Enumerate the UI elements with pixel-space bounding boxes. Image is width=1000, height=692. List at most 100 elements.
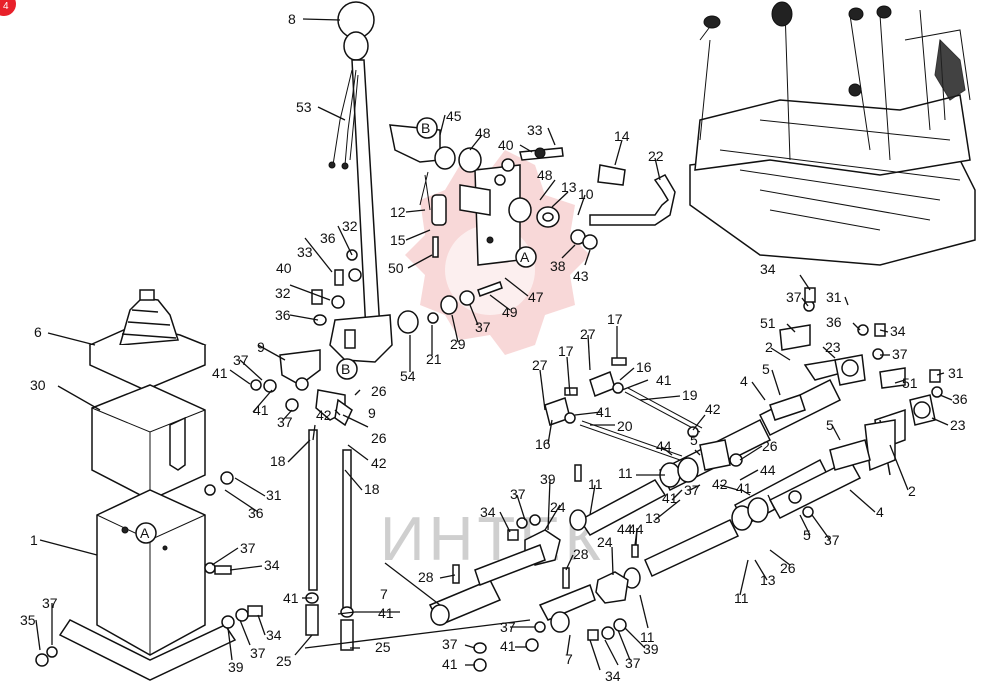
watermark-text: ИНТЕК bbox=[380, 505, 605, 574]
part-label: 6 bbox=[34, 324, 42, 340]
part-label: 13 bbox=[645, 510, 661, 526]
gear-lever bbox=[328, 1, 381, 333]
part-label: 41 bbox=[378, 605, 394, 621]
part-label: 44 bbox=[628, 521, 644, 537]
part-label: 41 bbox=[736, 480, 752, 496]
part-label: 40 bbox=[276, 260, 292, 276]
part-label: 34 bbox=[480, 504, 496, 520]
part-label: 34 bbox=[264, 557, 280, 573]
part-label: 44 bbox=[656, 438, 672, 454]
part-label: 10 bbox=[578, 186, 594, 202]
part-label: 37 bbox=[500, 619, 516, 635]
callout-b-upper: B bbox=[416, 117, 438, 139]
part-label: 21 bbox=[426, 351, 442, 367]
part-label: 26 bbox=[371, 383, 387, 399]
part-label: 24 bbox=[550, 499, 566, 515]
part-label: 20 bbox=[617, 418, 633, 434]
part-label: 41 bbox=[662, 490, 678, 506]
part-label: 28 bbox=[418, 569, 434, 585]
shift-boot-6 bbox=[88, 289, 207, 391]
part-label: 25 bbox=[276, 653, 292, 669]
part-label: 37 bbox=[684, 482, 700, 498]
part-label: 41 bbox=[656, 372, 672, 388]
part-label: 39 bbox=[540, 471, 556, 487]
cross-shafts bbox=[569, 359, 906, 589]
part-label: 8 bbox=[288, 11, 296, 27]
part-label: 5 bbox=[826, 417, 834, 433]
part-label: 11 bbox=[734, 590, 749, 606]
part-label: 34 bbox=[760, 261, 776, 277]
rods-18 bbox=[305, 429, 354, 651]
part-label: 29 bbox=[450, 336, 466, 352]
part-label: 22 bbox=[648, 148, 664, 164]
part-label: 37 bbox=[824, 532, 840, 548]
part-label: 39 bbox=[643, 641, 659, 657]
part-label: 27 bbox=[580, 326, 596, 342]
lever-base-bracket bbox=[329, 314, 393, 363]
part-label: 12 bbox=[390, 204, 406, 220]
callout-a-lower: A bbox=[135, 522, 157, 544]
clamps-right bbox=[779, 287, 943, 426]
part-label: 34 bbox=[890, 323, 906, 339]
part-label: 41 bbox=[596, 404, 612, 420]
part-label: 13 bbox=[561, 179, 577, 195]
lower-brackets bbox=[428, 464, 639, 672]
part-label: 7 bbox=[565, 651, 573, 667]
part-label: 37 bbox=[42, 595, 58, 611]
part-label: 37 bbox=[233, 352, 249, 368]
part-label: 36 bbox=[275, 307, 291, 323]
part-label: 33 bbox=[297, 244, 313, 260]
part-label: 11 bbox=[618, 465, 633, 481]
part-label: 5 bbox=[690, 432, 698, 448]
part-label: 32 bbox=[275, 285, 291, 301]
part-label: 37 bbox=[250, 645, 266, 661]
part-label: 30 bbox=[30, 377, 46, 393]
part-label: 26 bbox=[762, 438, 778, 454]
part-label: 11 bbox=[588, 476, 603, 492]
part-label: 36 bbox=[952, 391, 968, 407]
svg-text:4: 4 bbox=[3, 1, 9, 12]
bracket-plate-47 bbox=[389, 124, 521, 266]
part-label: 34 bbox=[266, 627, 282, 643]
part-label: 43 bbox=[573, 268, 589, 284]
part-label: 37 bbox=[892, 346, 908, 362]
part-label: 36 bbox=[248, 505, 264, 521]
part-label: 17 bbox=[558, 343, 574, 359]
part-label: 25 bbox=[375, 639, 391, 655]
bolts-center bbox=[311, 236, 503, 334]
part-label: 37 bbox=[475, 319, 491, 335]
part-label: 23 bbox=[950, 417, 966, 433]
part-label: 14 bbox=[614, 128, 630, 144]
housing-1 bbox=[58, 489, 237, 681]
part-label: 16 bbox=[636, 359, 652, 375]
part-label: 24 bbox=[597, 534, 613, 550]
part-label: 2 bbox=[908, 483, 916, 499]
part-label: 42 bbox=[705, 401, 721, 417]
part-label: 42 bbox=[371, 455, 387, 471]
part-label: 26 bbox=[780, 560, 796, 576]
rods-19-20 bbox=[544, 357, 703, 461]
part-label: 53 bbox=[296, 99, 312, 115]
tractor-cab-illustration bbox=[689, 1, 976, 266]
part-label: 40 bbox=[498, 137, 514, 153]
part-label: 51 bbox=[902, 375, 918, 391]
svg-text:B: B bbox=[421, 120, 430, 136]
part-label: 17 bbox=[607, 311, 623, 327]
svg-text:B: B bbox=[341, 361, 350, 377]
part-label: 18 bbox=[270, 453, 286, 469]
leader-lines bbox=[35, 18, 953, 671]
part-label: 5 bbox=[762, 361, 770, 377]
part-label: 41 bbox=[500, 638, 516, 654]
part-label: 48 bbox=[475, 125, 491, 141]
part-label: 37 bbox=[240, 540, 256, 556]
part-label: 9 bbox=[257, 339, 265, 355]
callout-a-upper: A bbox=[515, 246, 537, 268]
part-label: 36 bbox=[320, 230, 336, 246]
callout-b-lower: B bbox=[336, 358, 358, 380]
part-label: 5 bbox=[803, 527, 811, 543]
part-label: 19 bbox=[682, 387, 698, 403]
part-label: 34 bbox=[605, 668, 621, 684]
part-label: 9 bbox=[368, 405, 376, 421]
part-label: 37 bbox=[510, 486, 526, 502]
part-label: 37 bbox=[786, 289, 802, 305]
